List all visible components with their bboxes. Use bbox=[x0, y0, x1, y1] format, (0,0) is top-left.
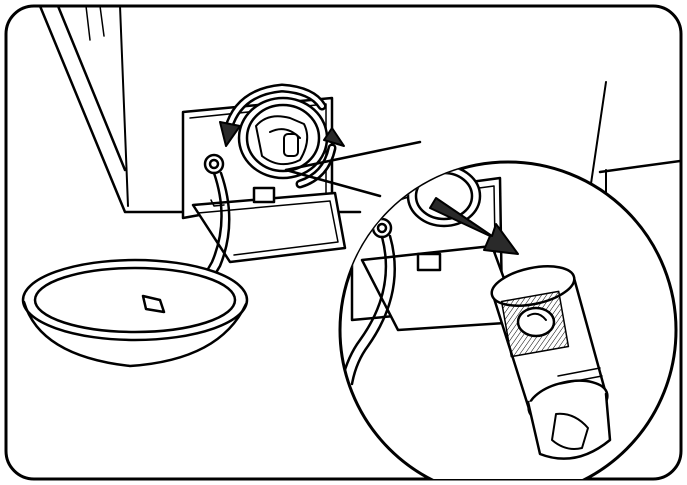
pump-filter-cap bbox=[239, 98, 327, 178]
catch-bowl bbox=[23, 260, 247, 366]
